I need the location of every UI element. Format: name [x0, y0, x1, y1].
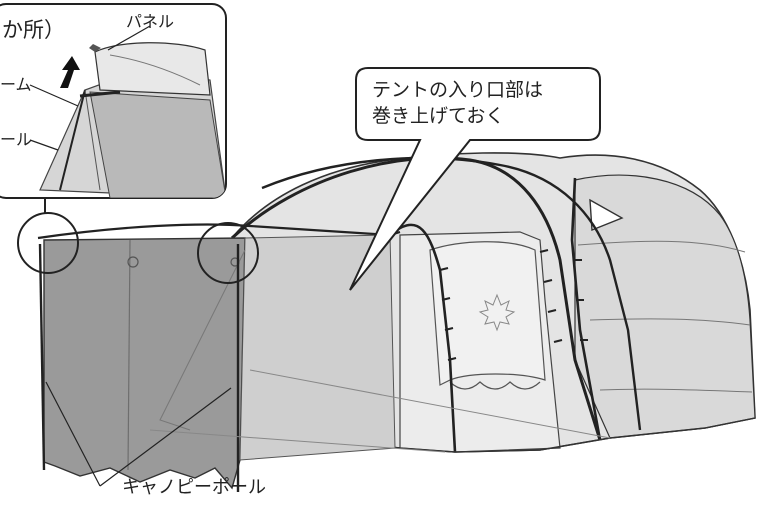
tent-frame-pole-2: [261, 156, 642, 431]
canopy-side-panel: [239, 234, 396, 461]
callout-text-line2: 巻き上げておく: [372, 105, 505, 127]
inset-title: か所）: [2, 18, 65, 42]
tent-side-panel: [574, 174, 756, 439]
tent-vent: [589, 198, 624, 232]
frame-label: ーム: [0, 75, 32, 94]
callout-text-line1: テントの入り口部は: [372, 79, 544, 101]
tent-frame-pole-3: [389, 223, 457, 453]
detail-inset: [0, 3, 227, 199]
tent-door-rolled: [449, 381, 541, 390]
arrow-up-icon: [60, 56, 80, 88]
detail-circle-left: [17, 212, 79, 274]
maple-leaf-icon: [478, 293, 516, 332]
canopy-pole-label: キャノピーポール: [122, 477, 266, 498]
callout-bubble: [349, 67, 601, 291]
panel-label: パネル: [126, 12, 175, 31]
canopy-roof: [37, 223, 401, 240]
canopy: [17, 198, 611, 492]
tent-frame-pole-4: [570, 177, 602, 441]
pole-label: ール: [0, 130, 33, 149]
tent-door-window: [429, 241, 546, 386]
canopy-front-curtain: [43, 237, 246, 490]
canopy-pole-left: [38, 243, 46, 471]
detail-circle-right: [197, 222, 259, 284]
